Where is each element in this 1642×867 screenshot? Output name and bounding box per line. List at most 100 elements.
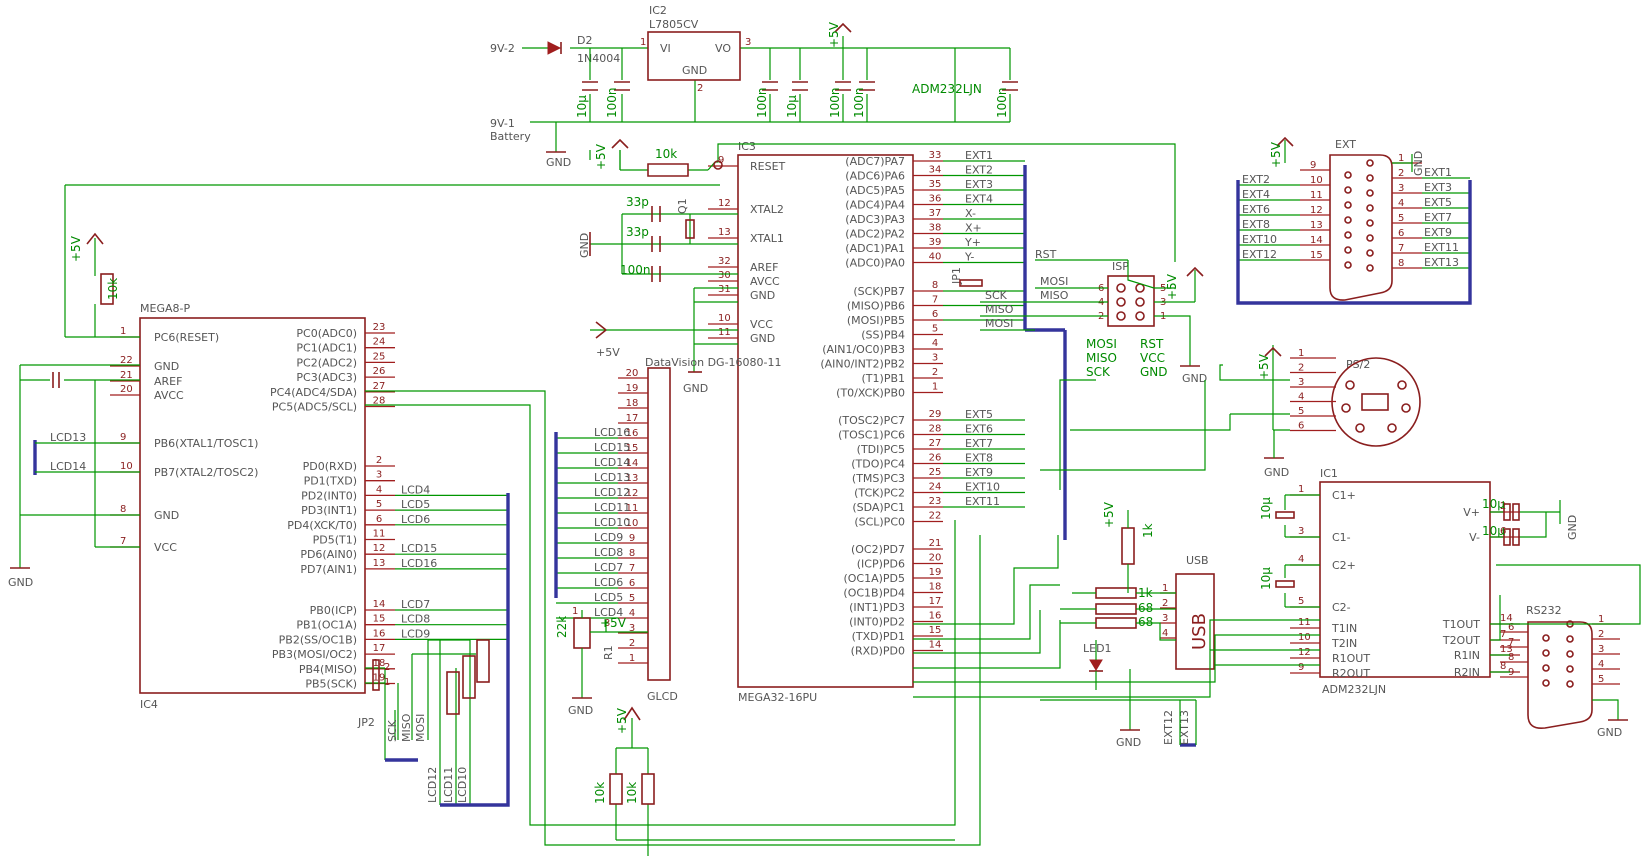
ext-pin-number: 9 [1310, 160, 1316, 171]
svg-text:1: 1 [640, 37, 646, 48]
ic3-pin-name: XTAL1 [750, 232, 784, 245]
svg-text:MISO: MISO [1040, 289, 1069, 302]
ic4-pin-number: 12 [373, 543, 386, 554]
svg-text:GND: GND [1264, 466, 1289, 479]
plus5v-symbol: +5V [827, 21, 852, 48]
ext-pin-dot [1344, 186, 1352, 194]
usb-body [1175, 573, 1215, 670]
svg-text:100n: 100n [995, 87, 1009, 118]
ic3-pin-name: (SDA)PC1 [852, 501, 905, 514]
r10k-b [641, 773, 655, 805]
rs232-pin-dot [1566, 650, 1574, 658]
rs232-pin-number: 8 [1508, 652, 1514, 663]
glcd-pin-number: 13 [626, 473, 639, 484]
svg-text:GND: GND [546, 156, 571, 169]
svg-text:MISO: MISO [985, 303, 1014, 316]
ic3-pin-name: (TCK)PC2 [854, 487, 905, 500]
ic3-pin-number: 25 [929, 467, 942, 478]
ic1-pin-number: 14 [1500, 613, 1513, 624]
r-lcd10 [476, 639, 490, 683]
svg-text:MEGA32-16PU: MEGA32-16PU [738, 691, 817, 704]
glcd-pin-number: 6 [629, 578, 635, 589]
svg-text:2: 2 [697, 83, 703, 94]
ext-pin-dot [1344, 171, 1352, 179]
svg-text:GND: GND [578, 233, 591, 258]
svg-text:VCC: VCC [1140, 351, 1165, 365]
ic4-pin-number: 7 [120, 536, 126, 547]
ext-net-label: EXT6 [1242, 203, 1270, 216]
ic4-pin-name: PB4(MISO) [299, 663, 357, 676]
ic3-pin-name: (AIN0/INT2)PB2 [820, 358, 905, 371]
svg-text:100n: 100n [828, 87, 842, 118]
ic3-net-label: EXT8 [965, 452, 993, 465]
rs232-pin-number: 5 [1598, 674, 1604, 685]
svg-text:RST: RST [1035, 248, 1057, 261]
ic4-pin-name: PC6(RESET) [154, 331, 219, 344]
ic1-pin-name: R1OUT [1332, 652, 1370, 665]
ic3-pin-number: 11 [718, 327, 731, 338]
svg-text:1: 1 [572, 606, 578, 617]
glcd-net-label: LCD14 [594, 456, 630, 469]
power-supply: 9V-2 9V-1 Battery D2 1N4004 IC2 L7805CV … [490, 4, 1018, 169]
r-lcd12 [446, 671, 460, 715]
ic3-pin-number: 36 [929, 194, 942, 205]
ic4-pin-name: PC3(ADC3) [296, 371, 357, 384]
ic4-pin-name: PB6(XTAL1/TOSC1) [154, 437, 258, 450]
ic3-pin-name: (ADC2)PA2 [845, 228, 905, 241]
ic3-pin-name: AREF [750, 261, 778, 274]
ext-pin-number: 13 [1310, 220, 1323, 231]
ic1-pin-name: C1+ [1332, 489, 1356, 502]
ic4-pin-number: 15 [373, 614, 386, 625]
ic4-pins: PC6(RESET)1GND22AREF21AVCC20PB6(XTAL1/TO… [50, 322, 508, 691]
ic4-pin-number: 16 [373, 628, 386, 639]
svg-text:IC3: IC3 [738, 140, 756, 153]
svg-text:LED1: LED1 [1083, 642, 1112, 655]
ic3-pin-name: (OC2)PD7 [851, 543, 905, 556]
glcd-pin-number: 18 [626, 398, 639, 409]
svg-text:MISO: MISO [400, 713, 413, 742]
ic4-pin-number: 13 [373, 558, 386, 569]
rs232-pin-dot [1566, 635, 1574, 643]
ic3-pin-name: (OC1A)PD5 [843, 572, 905, 585]
glcd: DataVision DG-16080-11 GLCD 2019181716LC… [554, 356, 955, 856]
ext-pin-dot [1344, 216, 1352, 224]
ext-pin-number: 11 [1310, 190, 1323, 201]
ext-net-label: EXT2 [1242, 173, 1270, 186]
regulator-ic2: IC2 L7805CV VI VO GND 1 3 2 [640, 4, 751, 94]
ic3-pin-number: 27 [929, 438, 942, 449]
ext-pin-number: 8 [1398, 258, 1404, 269]
ic3-pin-name: (TOSC1)PC6 [838, 429, 905, 442]
ic4-pin-number: 1 [120, 326, 126, 337]
ic4-net-label: LCD14 [50, 460, 86, 473]
glcd-net-label: LCD16 [594, 426, 630, 439]
ic3-pin-name: (TDI)PC5 [857, 443, 905, 456]
ic3-pin-number: 3 [932, 353, 938, 364]
ps2-pin-number: 2 [1298, 363, 1304, 374]
svg-text:68: 68 [1138, 601, 1153, 615]
ic3-pin-number: 20 [929, 553, 942, 564]
svg-text:USB: USB [1189, 613, 1210, 650]
rs232-pin-dot [1566, 665, 1574, 673]
ic3-pin-number: 10 [718, 313, 731, 324]
ic4-pin-name: PD6(AIN0) [300, 548, 357, 561]
bus-ic4-lcd [440, 493, 510, 807]
ic4-pin-number: 28 [373, 396, 386, 407]
ic4-pin-number: 2 [376, 455, 382, 466]
ic3-pin-number: 6 [932, 309, 938, 320]
svg-text:MOSI: MOSI [414, 714, 427, 742]
ic4-pin-number: 20 [120, 384, 133, 395]
ic3-net-label: EXT4 [965, 193, 993, 206]
svg-text:PS/2: PS/2 [1346, 358, 1370, 371]
ext-net-label: EXT9 [1424, 226, 1452, 239]
ic3-pin-name: (RXD)PD0 [851, 645, 905, 658]
ic3-pin-number: 12 [718, 198, 731, 209]
ic4-pin-number: 5 [376, 499, 382, 510]
ic3-pin-number: 33 [929, 150, 942, 161]
svg-text:10µ: 10µ [1259, 497, 1273, 520]
r-lcd11 [462, 655, 476, 699]
rs232-pin-dot [1542, 634, 1550, 642]
ic4-pin-number: 26 [373, 366, 386, 377]
svg-text:10µ: 10µ [1259, 567, 1273, 590]
ic1-pin-number: 2 [1500, 501, 1506, 512]
ic4-body [139, 317, 366, 694]
